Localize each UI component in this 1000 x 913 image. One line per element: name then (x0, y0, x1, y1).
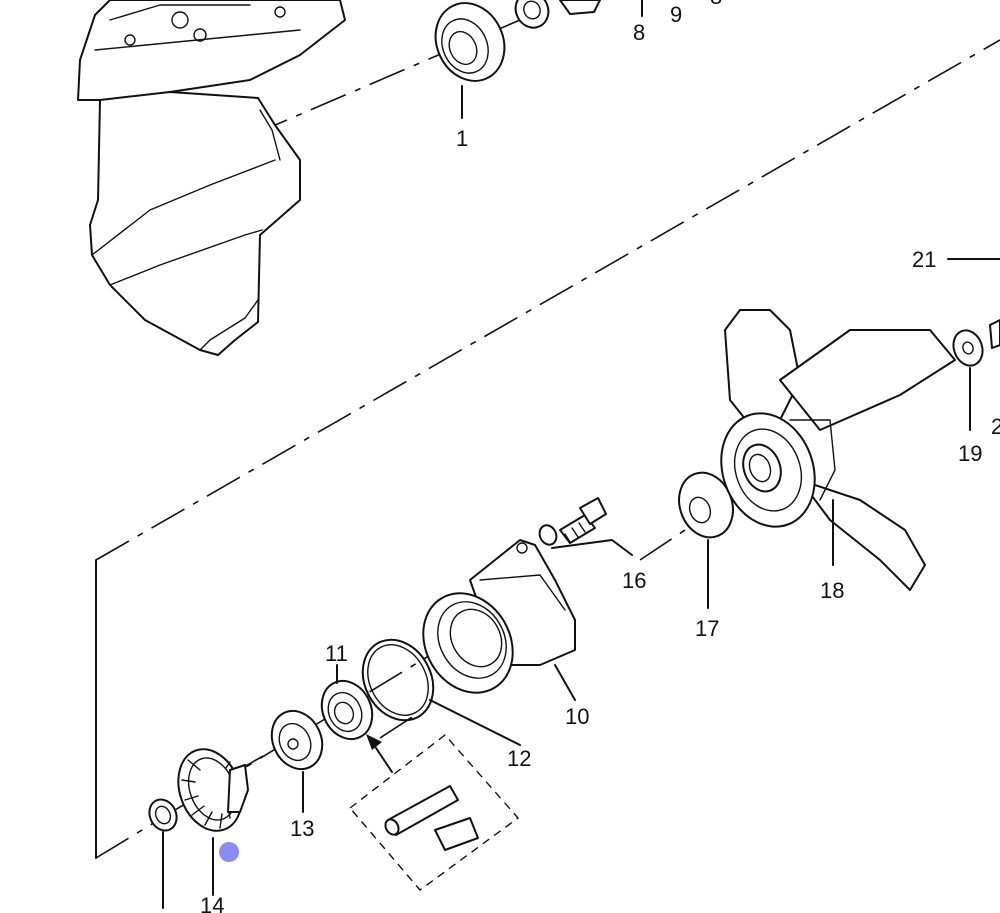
label-18: 18 (820, 578, 844, 603)
label-21: 21 (912, 247, 936, 272)
label-10: 10 (565, 704, 589, 729)
label-8b: 8 (710, 0, 722, 9)
label-9: 9 (670, 2, 682, 27)
label-17: 17 (695, 616, 719, 641)
part-11-bearing (320, 664, 374, 741)
label-1: 1 (456, 126, 468, 151)
part-18-propeller (720, 309, 956, 591)
label-8: 8 (633, 20, 645, 45)
part-14-gear (177, 748, 249, 896)
tool-detail-box (348, 734, 520, 891)
part-8-9-washers (514, 0, 643, 29)
part-13-bearing (270, 709, 324, 813)
part-labels: 1 8 9 8 10 11 12 13 14 16 17 18 19 2 21 (200, 0, 1000, 913)
thrust-washer (148, 798, 178, 909)
label-13: 13 (290, 816, 314, 841)
label-16: 16 (622, 568, 646, 593)
part-19-washer (952, 319, 1000, 431)
label-12: 12 (507, 746, 531, 771)
part-1-bearing (434, 2, 506, 119)
part-12-o-ring (361, 638, 521, 746)
label-20: 2 (991, 414, 1000, 439)
label-11: 11 (325, 641, 348, 666)
part-10-bearing-housing (422, 539, 576, 701)
label-14: 14 (200, 893, 224, 913)
gearcase-housing (77, 0, 346, 356)
label-19: 19 (958, 441, 982, 466)
part-16-bolt-washer (538, 497, 633, 556)
cursor-dot (219, 842, 239, 862)
